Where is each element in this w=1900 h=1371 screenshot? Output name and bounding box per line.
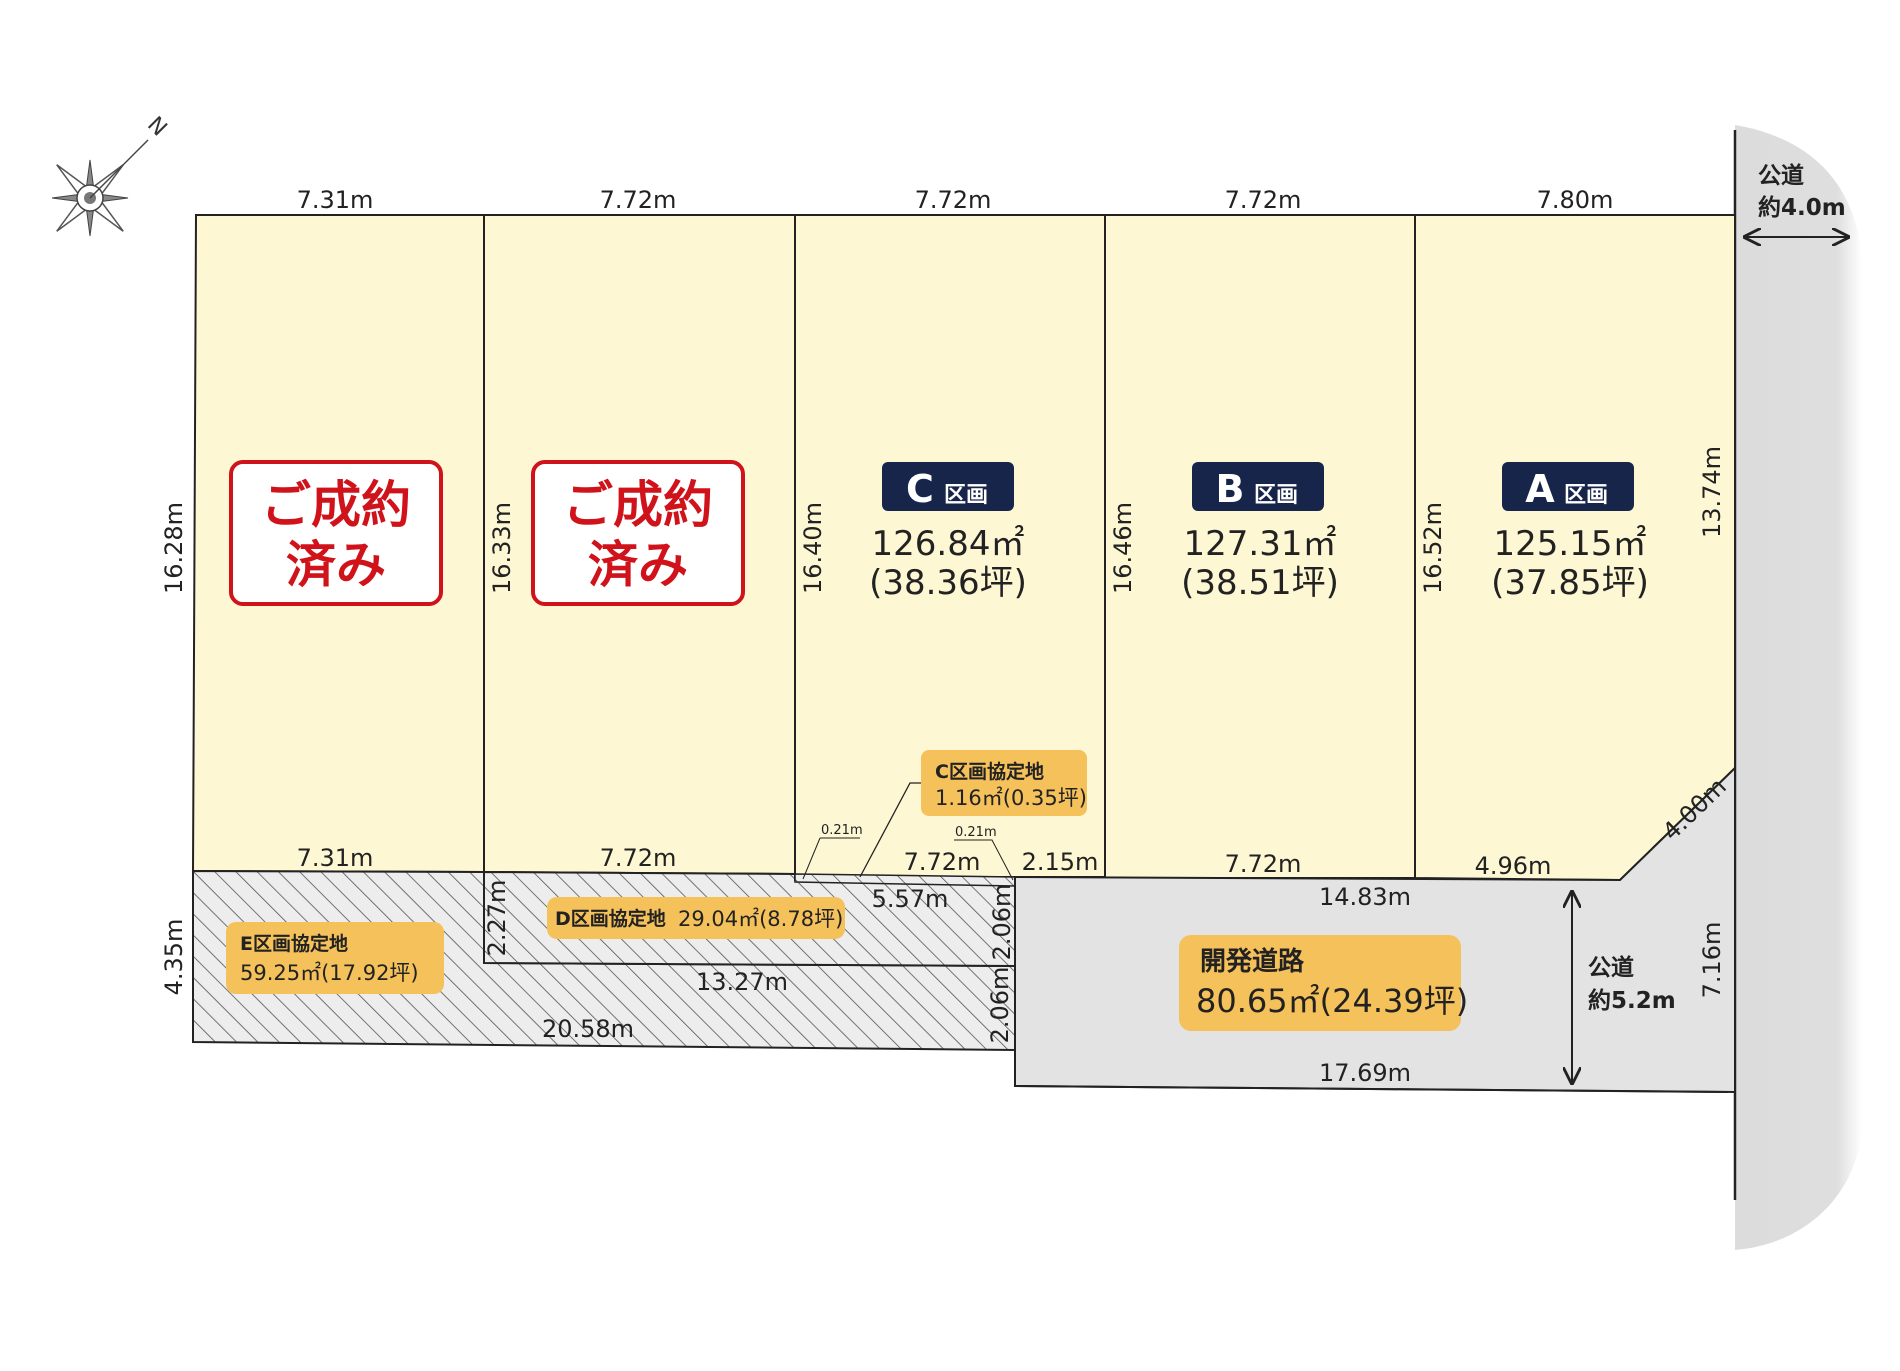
e-agreement-title: E区画協定地 — [240, 932, 348, 955]
road-bottom-line — [1014, 1085, 1729, 1093]
lot-b-side-dim: 16.46m — [1109, 502, 1137, 594]
c-agreement-title: C区画協定地 — [935, 760, 1044, 783]
sold-stamp-line2: 済み — [588, 536, 688, 594]
lot-e-side-dim: 16.28m — [160, 502, 188, 594]
lot-c-letter: C — [906, 467, 934, 511]
lot-b-area-m2: 127.31㎡ — [1184, 524, 1337, 564]
lot-d-top-dim: 7.72m — [600, 186, 677, 214]
lot-c-top-dim: 7.72m — [915, 186, 992, 214]
lot-d-side-dim: 16.33m — [488, 502, 516, 594]
e-bottom-dim: 20.58m — [542, 1015, 634, 1043]
e-agreement-value: 59.25㎡(17.92坪) — [240, 961, 419, 985]
lot-a-right-side-dim: 13.74m — [1698, 446, 1726, 538]
dev-road-bottom-dim: 17.69m — [1319, 1059, 1411, 1087]
sold-stamp-line1: ご成約 — [563, 476, 713, 534]
lot-b-top-dim: 7.72m — [1225, 186, 1302, 214]
d-bottom-dim: 13.27m — [696, 968, 788, 996]
sold-stamp-lot-d: ご成約 済み — [531, 460, 745, 606]
dev-road-title: 開発道路 — [1200, 946, 1305, 977]
lot-b-letter: B — [1216, 467, 1245, 511]
public-road-east — [1735, 125, 1862, 1250]
d-agreement-badge: D区画協定地 29.04㎡(8.78坪) — [547, 897, 845, 939]
north-label: N — [142, 112, 171, 141]
public-road-south-width: 約5.2m — [1588, 987, 1676, 1014]
c-dim-a: 0.21m — [821, 823, 863, 838]
lot-b-suffix: 区画 — [1254, 483, 1298, 508]
lot-d-bottom-dim: 7.72m — [600, 844, 677, 872]
lot-b-bottom-dim: 7.72m — [1225, 850, 1302, 878]
lot-a-top-dim: 7.80m — [1537, 186, 1614, 214]
dev-road-top-dim: 14.83m — [1319, 883, 1411, 911]
e-agreement-badge: E区画協定地 59.25㎡(17.92坪) — [226, 922, 444, 994]
lot-c-label: C 区画 — [882, 462, 1014, 511]
public-road-east-width: 約4.0m — [1758, 194, 1846, 221]
public-road-east-label: 公道 — [1758, 162, 1804, 189]
lot-a-bottom-dim: 4.96m — [1475, 852, 1552, 880]
sold-stamp-line2: 済み — [286, 536, 386, 594]
lot-b-area-tsubo: (38.51坪) — [1181, 563, 1339, 603]
compass-rose-icon — [51, 139, 149, 237]
lot-c-side-dim: 16.40m — [799, 502, 827, 594]
lot-a-side-dim: 16.52m — [1419, 502, 1447, 594]
c-agreement-badge: C区画協定地 1.16㎡(0.35坪) — [921, 750, 1087, 816]
e-right-dim: 2.06m — [986, 967, 1014, 1044]
lot-b-label: B 区画 — [1192, 462, 1324, 511]
lot-c-area-tsubo: (38.36坪) — [869, 563, 1027, 603]
dev-road-value: 80.65㎡(24.39坪) — [1196, 982, 1468, 1020]
d-agreement-value: 29.04㎡(8.78坪) — [678, 907, 843, 931]
lot-c-suffix: 区画 — [944, 483, 988, 508]
lot-a-area-m2: 125.15㎡ — [1494, 524, 1647, 564]
c-dim-b: 0.21m — [955, 825, 997, 840]
c-agreement-leader — [859, 782, 921, 878]
e-side-dim: 4.35m — [160, 919, 188, 996]
d-side-dim: 2.27m — [483, 880, 511, 957]
sold-stamp-lot-e: ご成約 済み — [229, 460, 443, 606]
lot-c-area-m2: 126.84㎡ — [872, 524, 1025, 564]
public-road-south-label: 公道 — [1588, 954, 1634, 981]
sold-stamp-line1: ご成約 — [261, 476, 411, 534]
lot-a-label: A 区画 — [1502, 462, 1634, 511]
dev-road-badge: 開発道路 80.65㎡(24.39坪) — [1179, 935, 1468, 1031]
c-len-d: 5.57m — [872, 885, 949, 913]
d-right-dim: 2.06m — [988, 884, 1016, 961]
d-agreement-title: D区画協定地 — [555, 907, 666, 930]
lot-e-top-dim: 7.31m — [297, 186, 374, 214]
lot-c-bottom-dim: 7.72m — [904, 848, 981, 876]
lot-a-suffix: 区画 — [1564, 483, 1608, 508]
lot-e-bottom-dim: 7.31m — [297, 844, 374, 872]
dev-road-right-dim: 7.16m — [1698, 922, 1726, 999]
lot-a-letter: A — [1525, 467, 1555, 511]
c-len-c: 2.15m — [1022, 848, 1099, 876]
c-dim-leader-b — [954, 839, 1014, 881]
c-agreement-value: 1.16㎡(0.35坪) — [935, 786, 1087, 810]
lot-a-area-tsubo: (37.85坪) — [1491, 563, 1649, 603]
c-dim-leader-a2 — [802, 837, 821, 880]
